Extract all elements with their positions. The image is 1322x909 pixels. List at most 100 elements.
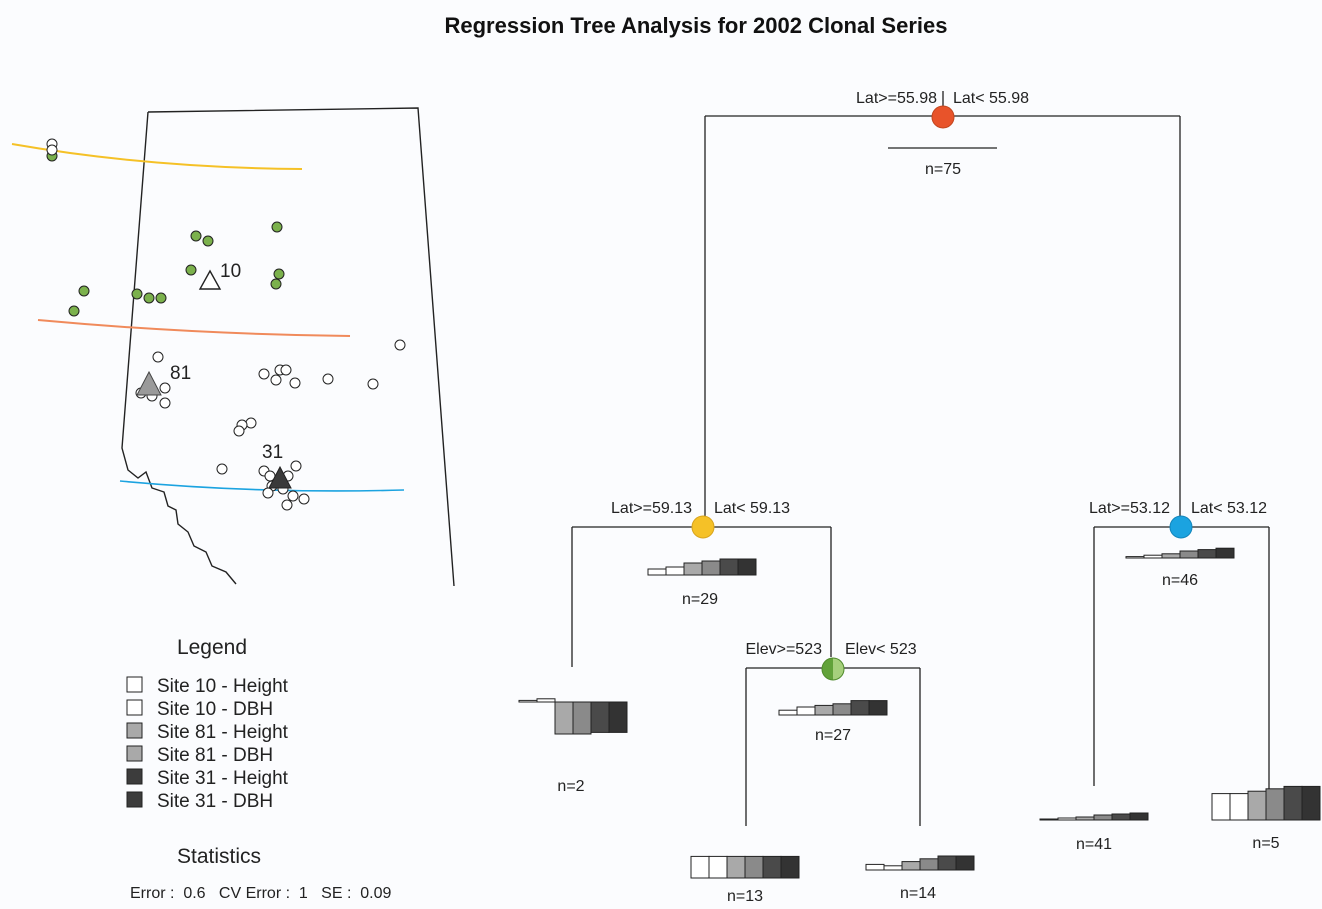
legend-label: Site 31 - DBH (157, 791, 273, 812)
leaf-n41-label: n=41 (1076, 836, 1112, 853)
lat59-node: Lat>=59.13 Lat< 59.13 n=29 (611, 500, 790, 608)
site-point (281, 499, 293, 511)
site-point (78, 285, 90, 297)
legend-swatch (126, 745, 143, 762)
site-point (287, 490, 299, 502)
site-point (367, 378, 379, 390)
elev-split-marker-ring (821, 657, 845, 681)
site-points-green (46, 150, 285, 317)
profile-bar-5 (937, 855, 957, 871)
profile-bar-6 (1215, 547, 1235, 559)
site-point (270, 374, 282, 386)
profile-bar-5 (762, 855, 782, 879)
site-point (394, 339, 406, 351)
profile-bar-4 (1265, 788, 1285, 821)
profile-bar-5 (1283, 785, 1303, 821)
site-points-white (46, 138, 406, 511)
profile-bar-4 (572, 701, 592, 735)
root-n: n=75 (925, 161, 961, 178)
leaf-n2-profile (518, 698, 628, 735)
isoline-orange (37, 319, 351, 337)
legend-label: Site 81 - DBH (157, 745, 273, 766)
leaf-n14-profile (865, 855, 975, 871)
profile-bar-2 (1143, 554, 1163, 559)
site-label-10: 10 (220, 261, 241, 282)
lat59-left-rule: Lat>=59.13 (611, 500, 692, 517)
site-point (298, 493, 310, 505)
profile-bar-1 (1211, 793, 1231, 821)
province-map: 10 81 31 (11, 107, 455, 587)
leaf-n13-profile (690, 855, 800, 879)
legend-swatch (126, 722, 143, 739)
leaf-n14-label: n=14 (900, 885, 936, 902)
site-point (289, 377, 301, 389)
profile-bar-4 (744, 855, 764, 879)
leaf-n14: n=14 (865, 855, 975, 902)
lat53-node: Lat>=53.12 Lat< 53.12 n=46 (1089, 500, 1267, 589)
site-point (159, 382, 171, 394)
tree-edges (571, 91, 1270, 826)
leaf-n13: n=13 (690, 855, 800, 905)
site-point (216, 463, 228, 475)
profile-bar-4 (919, 858, 939, 871)
profile-bar-3 (814, 704, 834, 716)
site-point (245, 417, 257, 429)
site-point (258, 368, 270, 380)
profile-bar-3 (1161, 553, 1181, 559)
root-split-marker (931, 105, 955, 129)
site-point (280, 364, 292, 376)
leaf-n2-label: n=2 (557, 778, 584, 795)
profile-bar-2 (536, 698, 556, 703)
elev-profile (778, 700, 888, 716)
profile-bar-4 (832, 703, 852, 716)
site-point (143, 292, 155, 304)
elev-split-marker-left (822, 658, 833, 680)
profile-bar-3 (1075, 816, 1095, 821)
legend-swatch (126, 699, 143, 716)
site-point (322, 373, 334, 385)
root-node: Lat>=55.98 Lat< 55.98 n=75 (856, 90, 1029, 178)
profile-bar-6 (955, 855, 975, 871)
site-point (68, 305, 80, 317)
legend-label: Site 31 - Height (157, 768, 289, 789)
profile-bar-3 (726, 855, 746, 879)
site-81-marker (136, 370, 162, 396)
elev-node: Elev>=523 Elev< 523 n=27 (745, 641, 916, 744)
elev-left-rule: Elev>=523 (745, 641, 822, 658)
profile-bar-3 (1247, 790, 1267, 821)
leaf-n2: n=2 (518, 698, 628, 795)
lat59-split-marker (691, 515, 715, 539)
profile-bar-6 (1301, 785, 1321, 821)
elev-right-rule: Elev< 523 (845, 641, 917, 658)
site-10-marker (198, 269, 222, 290)
profile-bar-2 (883, 865, 903, 871)
profile-bar-3 (901, 861, 921, 871)
profile-bar-4 (1093, 814, 1113, 821)
profile-bar-6 (780, 855, 800, 879)
profile-bar-1 (1039, 818, 1059, 821)
root-left-rule: Lat>=55.98 (856, 90, 937, 107)
profile-bar-4 (701, 560, 721, 576)
site-point (290, 460, 302, 472)
profile-bar-6 (868, 700, 888, 716)
site-label-81: 81 (170, 363, 191, 384)
statistics: Statistics Error : 0.6 CV Error : 1 SE :… (130, 845, 392, 902)
profile-bar-2 (665, 566, 685, 576)
lat53-profile (1125, 547, 1235, 559)
legend-swatch (126, 768, 143, 785)
statistics-text: Error : 0.6 CV Error : 1 SE : 0.09 (130, 885, 392, 902)
profile-bar-1 (647, 568, 667, 576)
profile-bar-4 (1179, 550, 1199, 559)
profile-bar-3 (554, 701, 574, 735)
site-point (152, 351, 164, 363)
profile-bar-3 (683, 562, 703, 576)
site-point (159, 397, 171, 409)
profile-bar-1 (1125, 556, 1145, 559)
legend-title: Legend (177, 636, 247, 659)
profile-bar-5 (719, 558, 739, 576)
profile-bar-6 (737, 558, 757, 576)
profile-bar-6 (608, 701, 628, 733)
site-point (202, 235, 214, 247)
